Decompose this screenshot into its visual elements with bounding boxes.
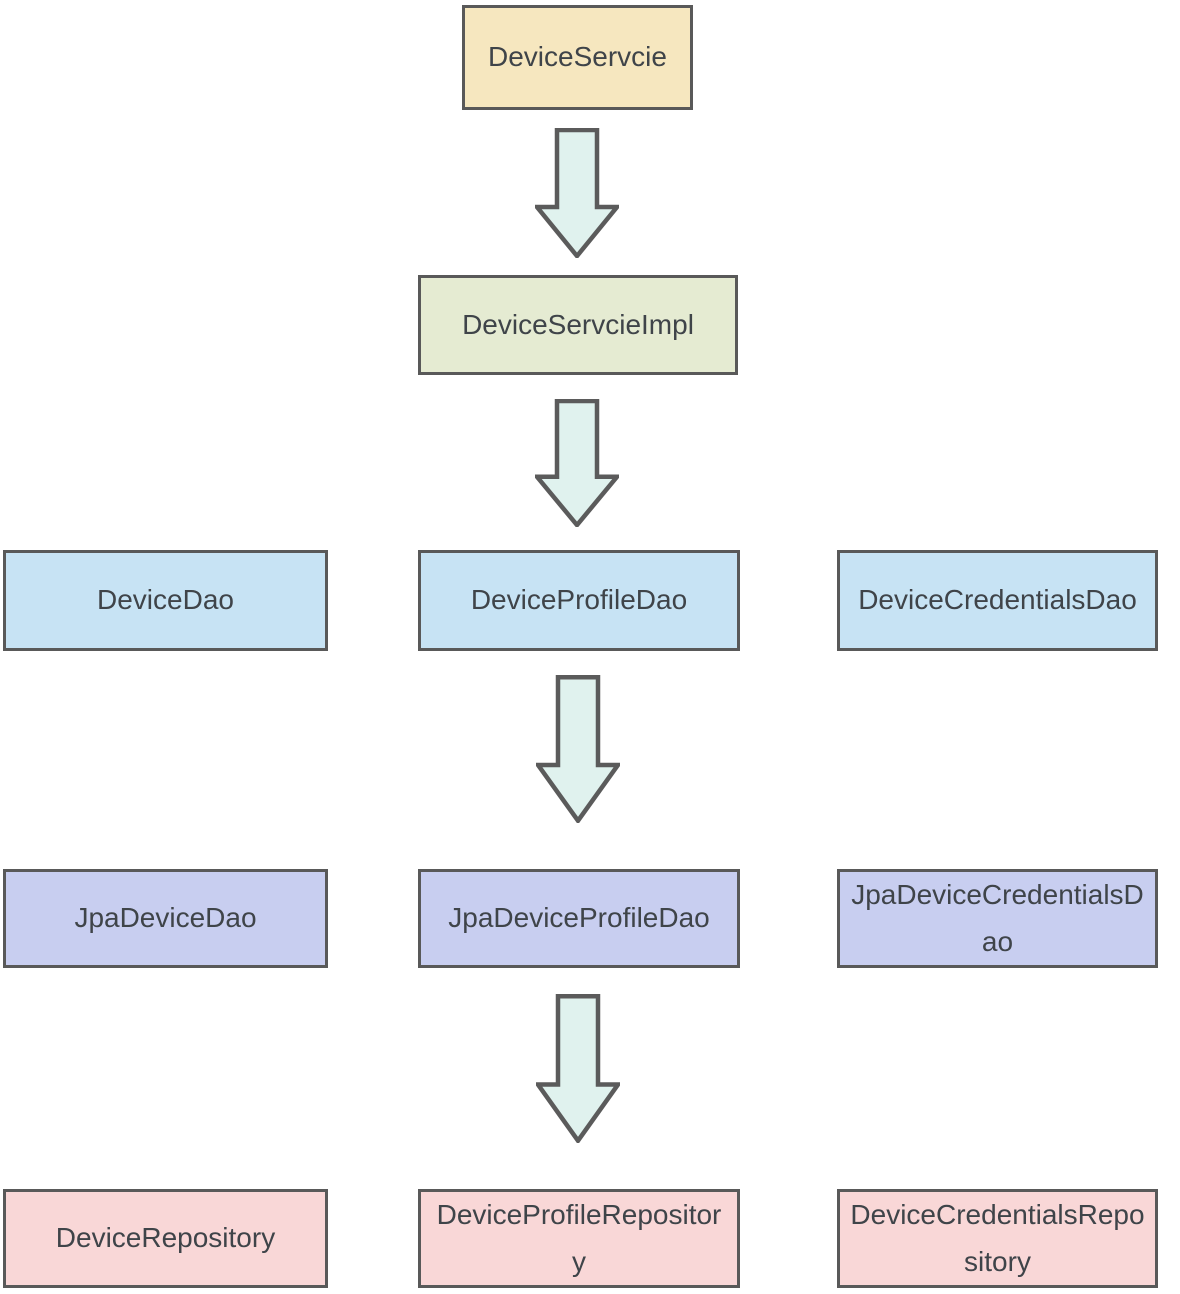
- node-jpa-device-dao: JpaDeviceDao: [3, 869, 328, 968]
- node-jpa-device-profile-dao: JpaDeviceProfileDao: [418, 869, 740, 968]
- node-label: DeviceProfileRepository: [436, 1199, 722, 1277]
- node-label: DeviceCredentialsRepository: [850, 1199, 1145, 1277]
- node-device-credentials-dao: DeviceCredentialsDao: [837, 550, 1158, 651]
- node-device-service: DeviceServcie: [462, 5, 693, 110]
- node-label: JpaDeviceDao: [74, 902, 257, 934]
- node-label: DeviceDao: [97, 584, 234, 616]
- node-label: JpaDeviceCredentialsDao: [851, 879, 1144, 957]
- node-device-profile-repository: DeviceProfileRepository: [418, 1189, 740, 1288]
- node-label: DeviceServcie: [488, 41, 667, 73]
- node-label: DeviceProfileDao: [470, 584, 688, 616]
- node-label: DeviceCredentialsDao: [858, 584, 1137, 616]
- node-jpa-device-credentials-dao: JpaDeviceCredentialsDao: [837, 869, 1158, 968]
- node-label: DeviceServcieImpl: [462, 308, 694, 340]
- node-label: JpaDeviceProfileDao: [448, 902, 710, 934]
- node-device-credentials-repository: DeviceCredentialsRepository: [837, 1189, 1158, 1288]
- down-arrow-icon: [535, 128, 619, 258]
- node-device-repository: DeviceRepository: [3, 1189, 328, 1288]
- node-device-service-impl: DeviceServcieImpl: [418, 275, 738, 375]
- node-label: DeviceRepository: [55, 1222, 276, 1254]
- down-arrow-icon: [536, 675, 620, 823]
- node-device-dao: DeviceDao: [3, 550, 328, 651]
- node-device-profile-dao: DeviceProfileDao: [418, 550, 740, 651]
- down-arrow-icon: [535, 399, 619, 527]
- down-arrow-icon: [536, 994, 620, 1143]
